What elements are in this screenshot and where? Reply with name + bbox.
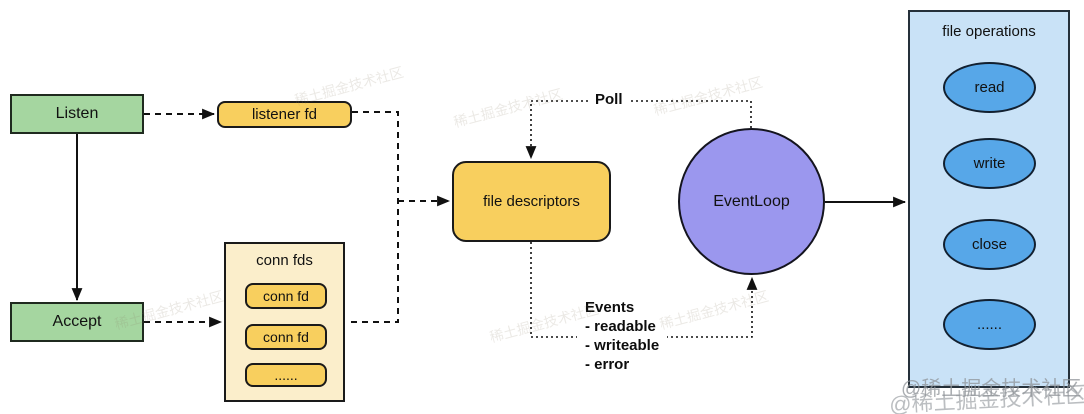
conn-fd-item: conn fd [245,324,327,350]
conn-fd-more-label: ...... [274,367,298,383]
listen-label: Listen [55,105,99,122]
listener-fd-node: listener fd [217,101,352,128]
conn-fd-label: conn fd [263,329,309,345]
conn-fds-title: conn fds [256,252,313,269]
accept-label: Accept [52,313,102,330]
more-operations-label: ...... [976,316,1002,333]
read-label: read [974,79,1005,96]
conn-fd-item: conn fd [245,283,327,309]
conn-fd-more-item: ...... [245,363,327,387]
events-line-writeable: - writeable [585,337,660,354]
close-operation: close [943,219,1036,270]
events-edge-label: Events - readable - writeable - error [577,296,668,376]
write-label: write [973,155,1006,172]
events-line-error: - error [585,356,630,373]
conn-fd-label: conn fd [263,288,309,304]
event-loop-label: EventLoop [713,192,790,210]
file-operations-panel: file operations read write close ...... [908,10,1070,388]
events-title: Events [585,299,635,316]
file-operations-title: file operations [942,23,1036,40]
close-label: close [971,236,1008,253]
listener-fd-label: listener fd [251,106,318,123]
dashed-merge-rail [346,111,399,323]
accept-node: Accept [10,302,144,342]
conn-fds-container: conn fds conn fd conn fd ...... [224,242,345,402]
poll-edge-label: Poll [588,91,630,108]
more-operations: ...... [943,299,1036,350]
read-operation: read [943,62,1036,113]
file-descriptors-label: file descriptors [483,193,580,210]
write-operation: write [943,138,1036,189]
file-descriptors-node: file descriptors [452,161,611,242]
listen-node: Listen [10,94,144,134]
poll-path [525,100,752,160]
events-line-readable: - readable [585,318,656,335]
event-loop-node: EventLoop [678,128,825,275]
